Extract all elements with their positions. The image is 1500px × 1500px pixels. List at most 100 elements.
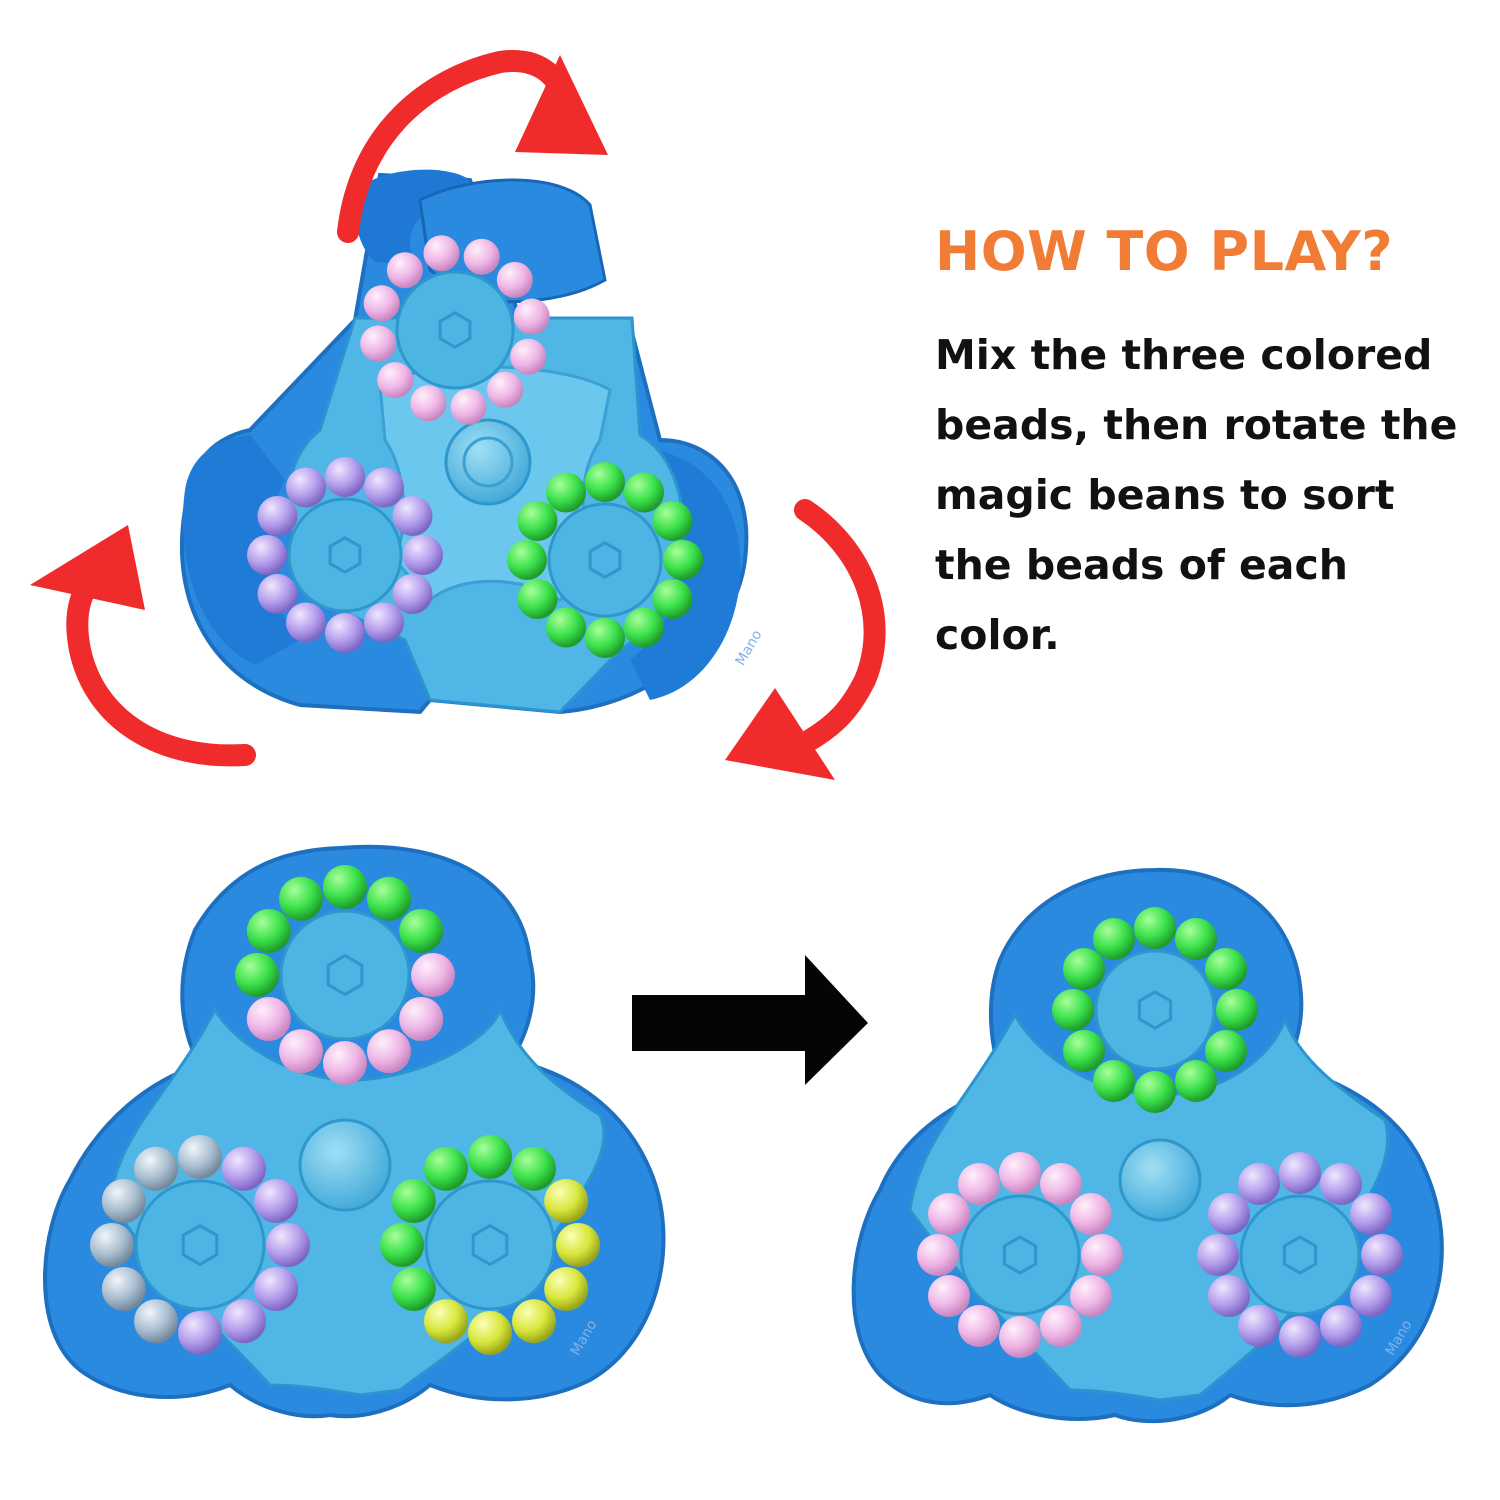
bead bbox=[487, 371, 524, 408]
bead bbox=[958, 1305, 1000, 1347]
bead bbox=[513, 298, 550, 335]
bead bbox=[424, 1299, 468, 1344]
bead bbox=[928, 1193, 970, 1235]
bead bbox=[999, 1152, 1041, 1194]
ring-disk bbox=[279, 909, 411, 1041]
bead bbox=[360, 325, 397, 362]
bead bbox=[134, 1146, 178, 1191]
bead bbox=[1070, 1275, 1112, 1317]
bead bbox=[496, 261, 533, 298]
bead bbox=[386, 252, 423, 289]
bead bbox=[624, 472, 664, 513]
bead bbox=[367, 1029, 411, 1074]
bead bbox=[1205, 1030, 1247, 1072]
bead bbox=[450, 388, 487, 425]
bead bbox=[246, 997, 291, 1041]
ring-disk bbox=[959, 1194, 1081, 1316]
bead bbox=[999, 1316, 1041, 1358]
bead bbox=[1040, 1163, 1082, 1205]
ring-disk bbox=[134, 1179, 266, 1311]
toy-mixed bbox=[43, 844, 666, 1419]
bead bbox=[411, 953, 455, 997]
bead bbox=[958, 1163, 1000, 1205]
bead bbox=[556, 1223, 600, 1267]
bead bbox=[399, 997, 444, 1041]
bead bbox=[377, 362, 414, 399]
bead bbox=[663, 540, 703, 580]
bead bbox=[1093, 918, 1135, 960]
bead bbox=[1063, 948, 1105, 990]
hexagon-icon bbox=[1137, 990, 1173, 1030]
bead bbox=[1197, 1234, 1239, 1276]
bead bbox=[1052, 989, 1094, 1031]
toy-center-hub bbox=[444, 418, 532, 506]
bead bbox=[585, 462, 625, 502]
bead bbox=[1208, 1193, 1250, 1235]
bead bbox=[364, 467, 404, 508]
bead bbox=[235, 953, 279, 997]
bead bbox=[510, 338, 547, 375]
hexagon-icon bbox=[181, 1223, 219, 1267]
bead bbox=[410, 385, 447, 422]
toy-center-hub bbox=[1118, 1138, 1202, 1222]
bead bbox=[1279, 1316, 1321, 1358]
bead bbox=[325, 457, 365, 497]
bead bbox=[1208, 1275, 1250, 1317]
bead bbox=[544, 1179, 589, 1223]
bead bbox=[323, 1041, 367, 1085]
bead bbox=[517, 579, 558, 619]
bead bbox=[367, 876, 411, 921]
bead bbox=[279, 876, 323, 921]
bead bbox=[246, 909, 291, 953]
bead bbox=[325, 613, 365, 653]
bead bbox=[468, 1135, 512, 1179]
bead bbox=[286, 467, 326, 508]
right-arrow-icon bbox=[632, 955, 868, 1085]
bead bbox=[512, 1299, 556, 1344]
bead bbox=[1238, 1305, 1280, 1347]
bead bbox=[266, 1223, 310, 1267]
bead bbox=[1175, 1060, 1217, 1102]
how-to-play-heading: HOW TO PLAY? bbox=[935, 220, 1394, 283]
bead bbox=[392, 574, 433, 614]
instructions-text: Mix the three colored beads, then rotate… bbox=[935, 331, 1458, 659]
toy-center-hub bbox=[298, 1118, 392, 1212]
bead bbox=[1216, 989, 1258, 1031]
bead bbox=[178, 1311, 222, 1355]
ring-disk bbox=[547, 502, 663, 618]
ring-disk bbox=[1094, 949, 1216, 1071]
bead bbox=[403, 535, 443, 575]
bead bbox=[1070, 1193, 1112, 1235]
bead bbox=[254, 1179, 299, 1223]
bead bbox=[1320, 1305, 1362, 1347]
hexagon-icon bbox=[1282, 1235, 1318, 1275]
bead bbox=[1040, 1305, 1082, 1347]
bead bbox=[468, 1311, 512, 1355]
bead bbox=[1350, 1275, 1392, 1317]
bead bbox=[254, 1267, 299, 1311]
bead bbox=[544, 1267, 589, 1311]
bead bbox=[585, 618, 625, 658]
bead bbox=[279, 1029, 323, 1074]
bead bbox=[917, 1234, 959, 1276]
bead bbox=[101, 1179, 146, 1223]
bead bbox=[546, 472, 586, 513]
bead bbox=[512, 1146, 556, 1191]
hexagon-icon bbox=[1002, 1235, 1038, 1275]
rotate-arrow-icon bbox=[30, 525, 256, 767]
ring-disk bbox=[395, 270, 515, 390]
bead bbox=[178, 1135, 222, 1179]
bead bbox=[392, 496, 433, 536]
ring-disk bbox=[1239, 1194, 1361, 1316]
rotate-arrow-icon bbox=[337, 49, 608, 243]
bead bbox=[517, 501, 558, 541]
toy-opened bbox=[179, 169, 749, 715]
bead bbox=[928, 1275, 970, 1317]
toy-sorted bbox=[851, 867, 1444, 1424]
bead bbox=[247, 535, 287, 575]
bead bbox=[399, 909, 444, 953]
bead bbox=[624, 607, 664, 648]
bead bbox=[652, 501, 693, 541]
bead bbox=[323, 865, 367, 909]
bead bbox=[257, 496, 298, 536]
